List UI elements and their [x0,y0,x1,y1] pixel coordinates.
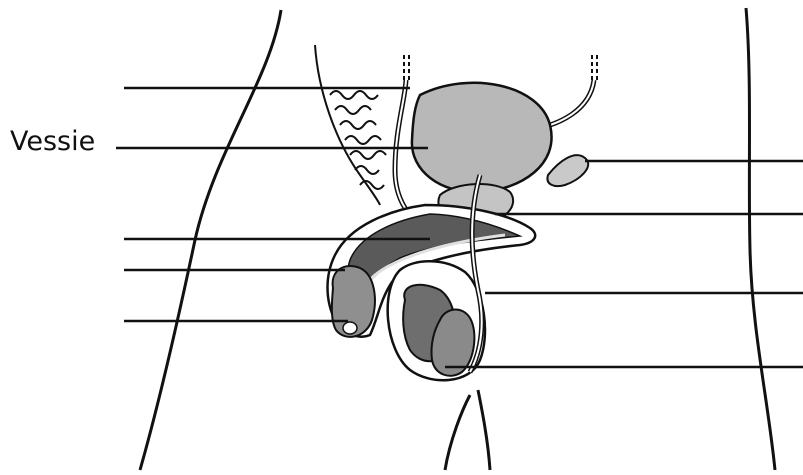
label-vessie: Vessie [10,128,95,155]
body-outline-right [746,8,775,470]
pubic-hair [315,45,386,205]
urethral-opening [343,322,357,334]
seminal-vesicle [547,155,588,186]
thigh-line-left [445,395,470,470]
thigh-line-right [478,390,490,470]
